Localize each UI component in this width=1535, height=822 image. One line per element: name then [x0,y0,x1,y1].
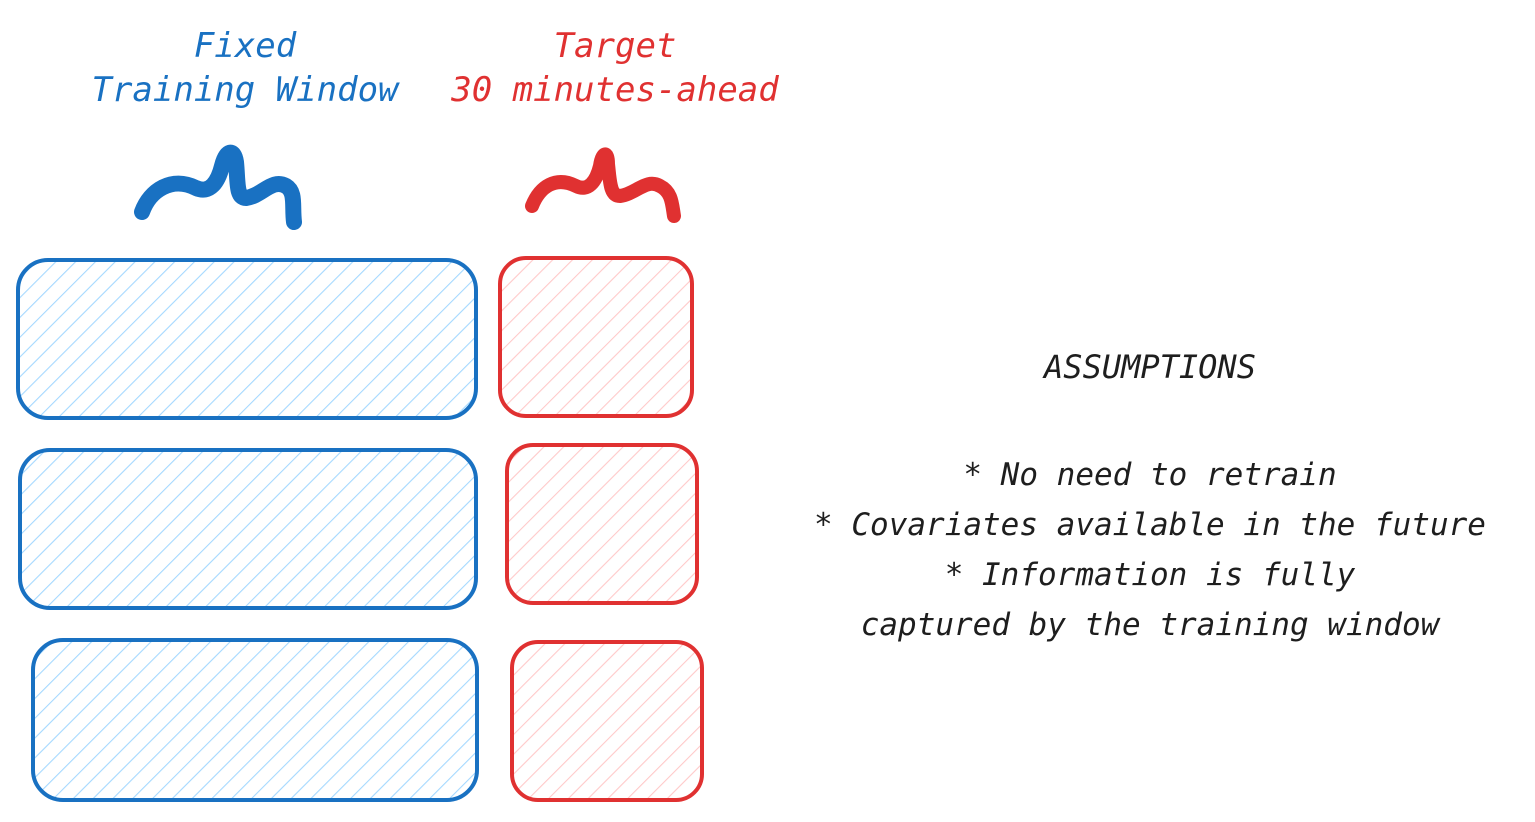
target-box-2 [505,443,699,605]
assumptions-list: * No need to retrain * Covariates availa… [770,450,1530,650]
assumptions-title: ASSUMPTIONS [1044,348,1256,386]
assumption-item: * No need to retrain [963,457,1337,493]
assumption-item: captured by the training window [860,607,1440,643]
target-label: Target 30 minutes-ahead [425,24,805,112]
target-box-3 [510,640,704,802]
training-brace-icon [134,144,302,230]
training-window-label: Fixed Training Window [80,24,410,112]
target-label-line1: Target [553,26,677,66]
assumption-item: * Covariates available in the future [814,507,1486,543]
target-brace-icon [525,147,681,223]
target-label-line2: 30 minutes-ahead [451,70,779,111]
training-window-box-2 [18,448,478,610]
training-window-box-1 [16,258,478,420]
training-label-line1: Fixed [193,26,297,66]
target-box-1 [498,256,694,418]
training-label-line2: Training Window [91,70,399,111]
assumption-item: * Information is fully [944,557,1356,593]
training-window-box-3 [31,638,479,802]
